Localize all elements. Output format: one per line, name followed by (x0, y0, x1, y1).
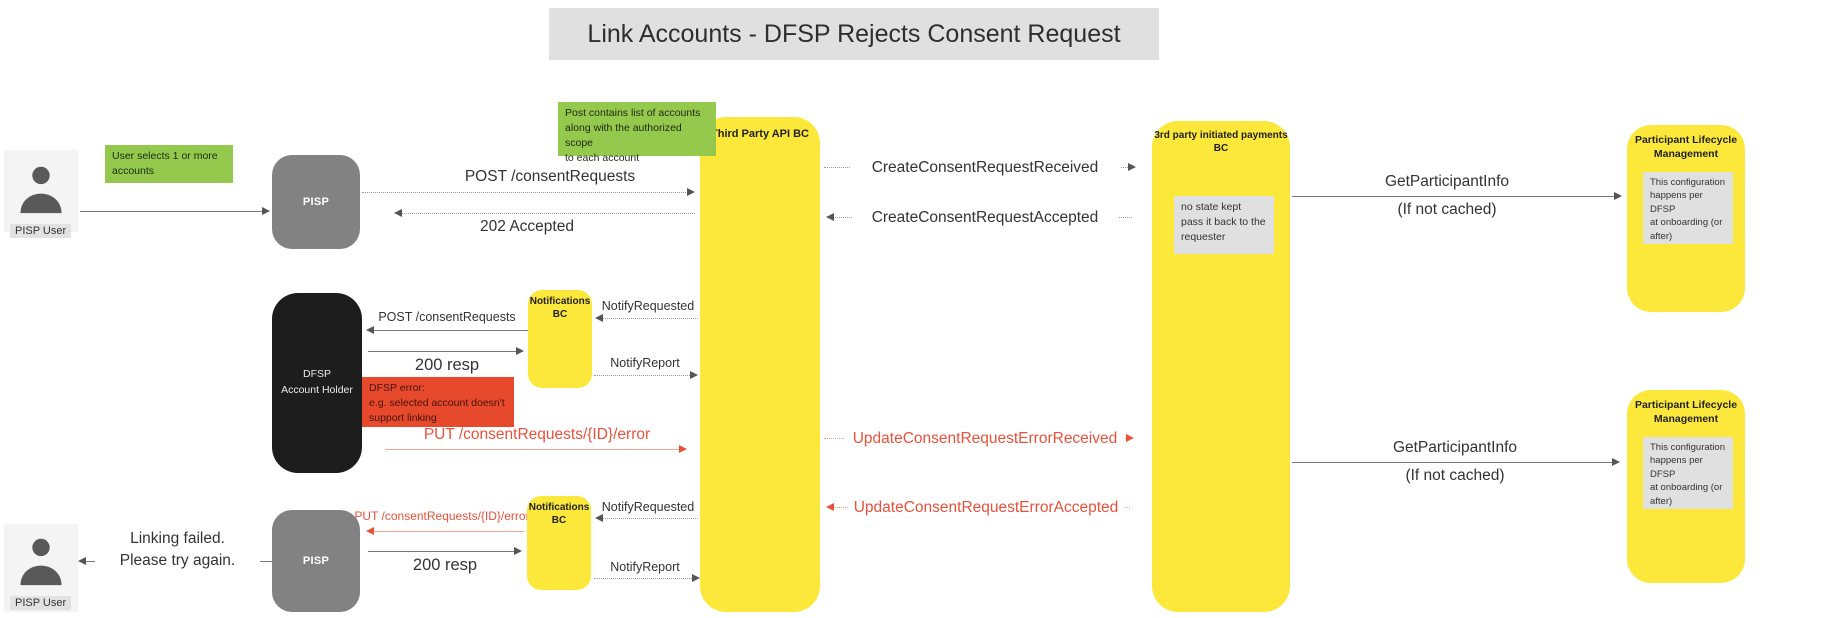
arrow-put-error-bottom (370, 531, 524, 532)
arrowhead-right (690, 371, 698, 379)
note-config-bottom: This configuration happens per DFSP at o… (1643, 437, 1733, 509)
message-post-consent-top: POST /consentRequests (464, 168, 636, 185)
arrowhead-left (595, 314, 603, 322)
note-no-state: no state kept pass it back to the reques… (1174, 196, 1274, 254)
lifeline-third-party-api-bc: Third Party API BC (700, 117, 820, 612)
message-put-error-bottom: PUT /consentRequests/{ID}/error (354, 509, 530, 523)
lifeline-third-party-payments-bc: 3rd party initiated payments BC (1152, 121, 1290, 612)
person-icon (20, 538, 62, 586)
arrow-notify-report-bottom (594, 578, 696, 579)
message-if-not-cached-bottom: (If not cached) (1405, 467, 1505, 484)
message-notify-report-top: NotifyReport (610, 356, 680, 370)
arrowhead-left (595, 514, 603, 522)
arrowhead-right (687, 188, 695, 196)
note-config-top: This configuration happens per DFSP at o… (1643, 172, 1733, 244)
message-put-error-mid: PUT /consentRequests/{ID}/error (423, 426, 651, 443)
pisp-user-top-background (4, 150, 78, 232)
message-notify-requested-bottom: NotifyRequested (601, 500, 695, 514)
note-user-selects: User selects 1 or more accounts (105, 145, 233, 183)
box-participant-lifecycle-top-label: Participant Lifecycle Management (1634, 134, 1738, 160)
arrow-get-participant-bottom (1292, 462, 1618, 463)
actor-pisp-top: PISP (272, 155, 360, 249)
message-if-not-cached-top: (If not cached) (1397, 201, 1497, 218)
arrow-user-to-pisp (80, 211, 268, 212)
message-create-accepted: CreateConsentRequestAccepted (852, 207, 1118, 230)
message-create-received: CreateConsentRequestReceived (850, 157, 1120, 180)
arrowhead-left (366, 326, 374, 334)
arrowhead-right (1614, 192, 1622, 200)
arrow-get-participant-top (1292, 196, 1620, 197)
message-notify-report-bottom: NotifyReport (610, 560, 680, 574)
arrowhead-left (78, 557, 86, 565)
message-update-err-accepted: UpdateConsentRequestErrorAccepted (848, 497, 1124, 520)
box-participant-lifecycle-bottom-label: Participant Lifecycle Management (1634, 399, 1738, 425)
arrowhead-left (394, 209, 402, 217)
page-title: Link Accounts - DFSP Rejects Consent Req… (549, 8, 1159, 60)
message-get-participant-top: GetParticipantInfo (1384, 173, 1510, 190)
message-202-accepted: 202 Accepted (480, 218, 574, 235)
lifeline-third-party-payments-bc-label: 3rd party initiated payments BC (1154, 130, 1288, 154)
box-notifications-bc-top: Notifications BC (528, 290, 592, 388)
arrowhead-left (826, 213, 834, 221)
arrowhead-right (1128, 163, 1136, 171)
arrowhead-right (1126, 434, 1134, 442)
arrow-200-resp-mid (368, 351, 520, 352)
arrowhead-right (1612, 458, 1620, 466)
actor-pisp-bottom: PISP (272, 510, 360, 612)
message-post-consent-mid: POST /consentRequests (378, 310, 516, 324)
message-200-resp-bottom: 200 resp (412, 556, 478, 574)
arrowhead-right (679, 445, 687, 453)
note-dfsp-error: DFSP error: e.g. selected account doesn'… (362, 377, 514, 427)
arrowhead-left (826, 503, 834, 511)
actor-dfsp-account-holder: DFSP Account Holder (272, 293, 362, 473)
pisp-user-top-label: PISP User (10, 224, 72, 238)
arrow-notify-requested-top (599, 318, 698, 319)
note-post-contains: Post contains list of accounts along wit… (558, 102, 716, 164)
arrowhead-right (514, 547, 522, 555)
arrow-put-error-mid (385, 449, 683, 450)
arrow-notify-requested-bottom (599, 518, 698, 519)
message-notify-requested-top: NotifyRequested (601, 299, 695, 313)
box-notifications-bc-bottom: Notifications BC (527, 496, 591, 590)
arrow-200-resp-bottom (368, 551, 518, 552)
arrow-post-consent-top (362, 192, 692, 193)
message-linking-failed: Linking failed. Please try again. (95, 528, 260, 573)
arrow-notify-report-top (594, 375, 694, 376)
pisp-user-bottom-label: PISP User (10, 596, 72, 610)
arrowhead-right (516, 347, 524, 355)
person-icon (20, 166, 62, 214)
arrowhead-right (262, 207, 270, 215)
message-update-err-received: UpdateConsentRequestErrorReceived (845, 428, 1125, 451)
arrow-post-consent-mid (370, 330, 528, 331)
box-notifications-bc-bottom-label: Notifications BC (528, 502, 590, 526)
arrowhead-right (692, 574, 700, 582)
message-get-participant-bottom: GetParticipantInfo (1392, 439, 1518, 456)
arrowhead-left (366, 527, 374, 535)
box-notifications-bc-top-label: Notifications BC (529, 296, 591, 320)
message-200-resp-mid: 200 resp (414, 356, 480, 374)
lifeline-third-party-api-bc-label: Third Party API BC (711, 128, 809, 140)
arrow-202-accepted (398, 213, 695, 214)
